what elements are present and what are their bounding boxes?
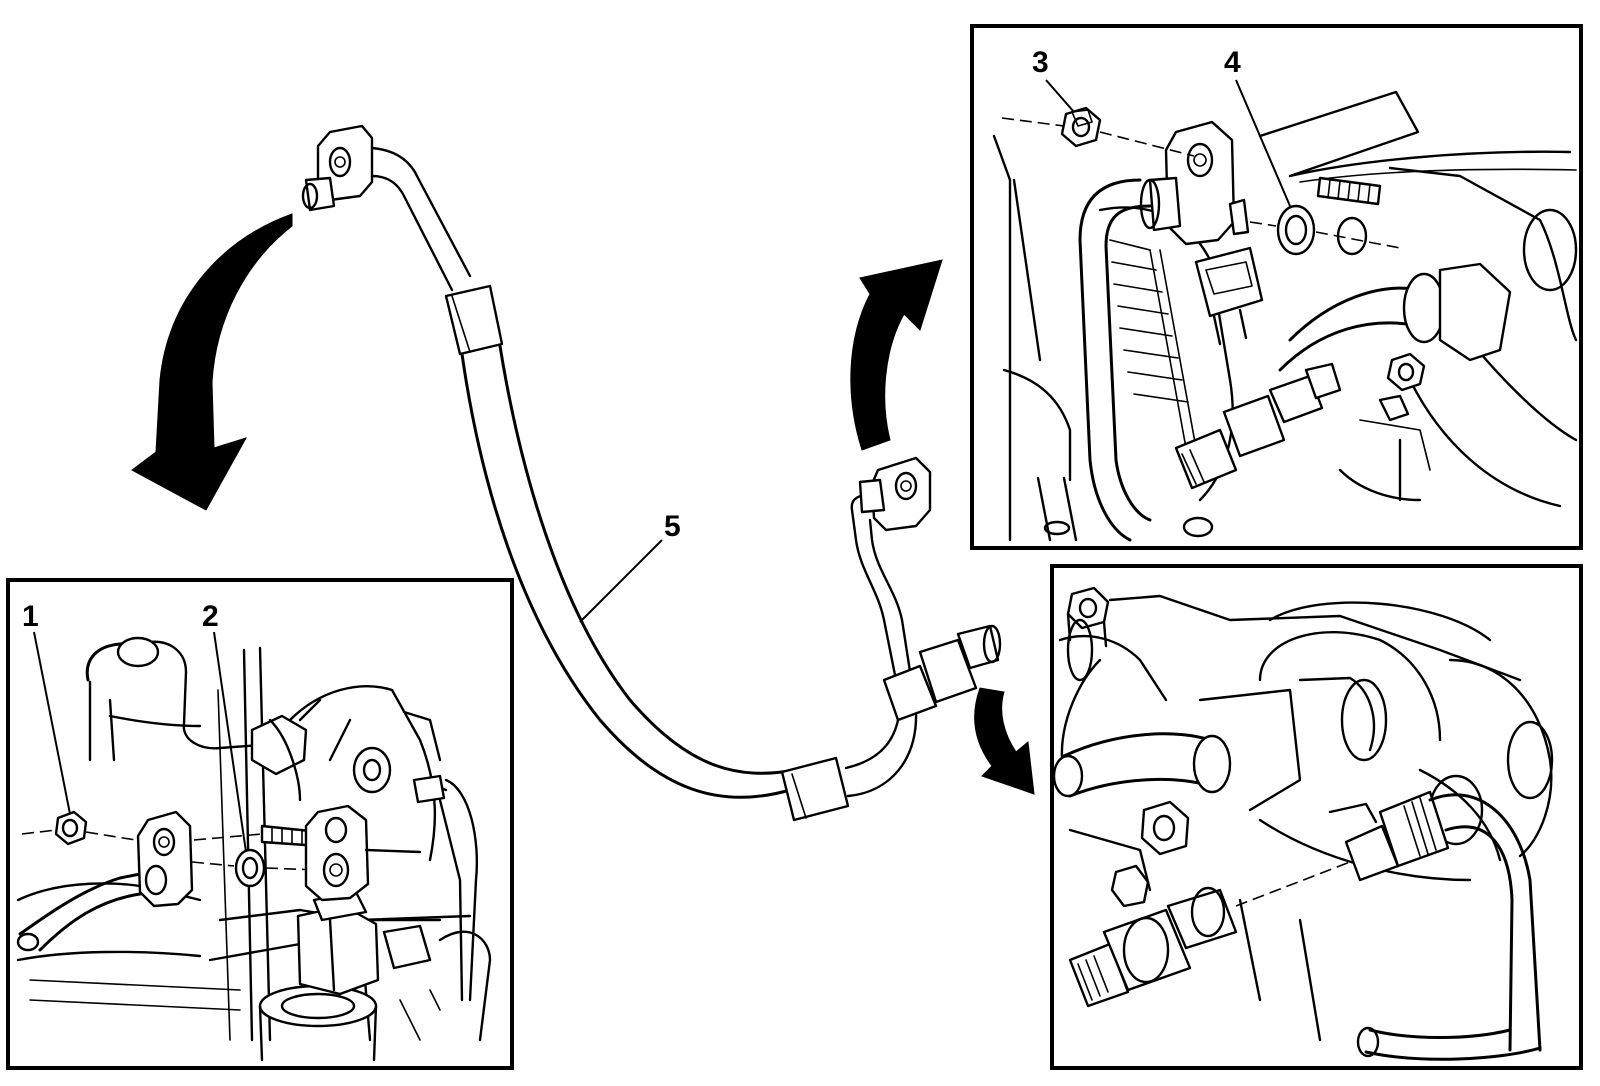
callout-4: 4 xyxy=(1224,46,1291,207)
inset-pressure-switch-lower xyxy=(1068,886,1238,1008)
lower-fitting-block xyxy=(858,456,932,532)
callout-label-4: 4 xyxy=(1224,46,1241,79)
callout-label-2: 2 xyxy=(202,600,219,633)
callout-5: 5 xyxy=(579,510,681,623)
nut-1 xyxy=(54,810,88,846)
callout-3: 3 xyxy=(1032,46,1075,113)
switch-connector xyxy=(1328,790,1450,882)
seal-washer-2 xyxy=(234,848,266,888)
callout-2: 2 xyxy=(202,600,247,853)
nut-3 xyxy=(1060,106,1102,148)
curved-arrow-upper-right xyxy=(850,259,943,451)
lower-right-inset xyxy=(1050,564,1583,1070)
callout-label-1: 1 xyxy=(22,600,39,633)
upper-right-inset xyxy=(970,24,1583,550)
upper-fitting-block xyxy=(301,124,374,212)
inset-pressure-switch xyxy=(1174,362,1342,490)
lower-left-inset xyxy=(6,578,514,1070)
ac-hose-assembly xyxy=(301,124,1002,822)
curved-arrow-left xyxy=(131,213,293,511)
callout-1: 1 xyxy=(22,600,71,815)
pressure-switch xyxy=(882,624,1002,722)
curved-arrow-lower-right xyxy=(974,687,1035,795)
callout-label-3: 3 xyxy=(1032,46,1049,79)
seal-washer-4 xyxy=(1276,204,1316,256)
callout-label-5: 5 xyxy=(664,510,681,543)
